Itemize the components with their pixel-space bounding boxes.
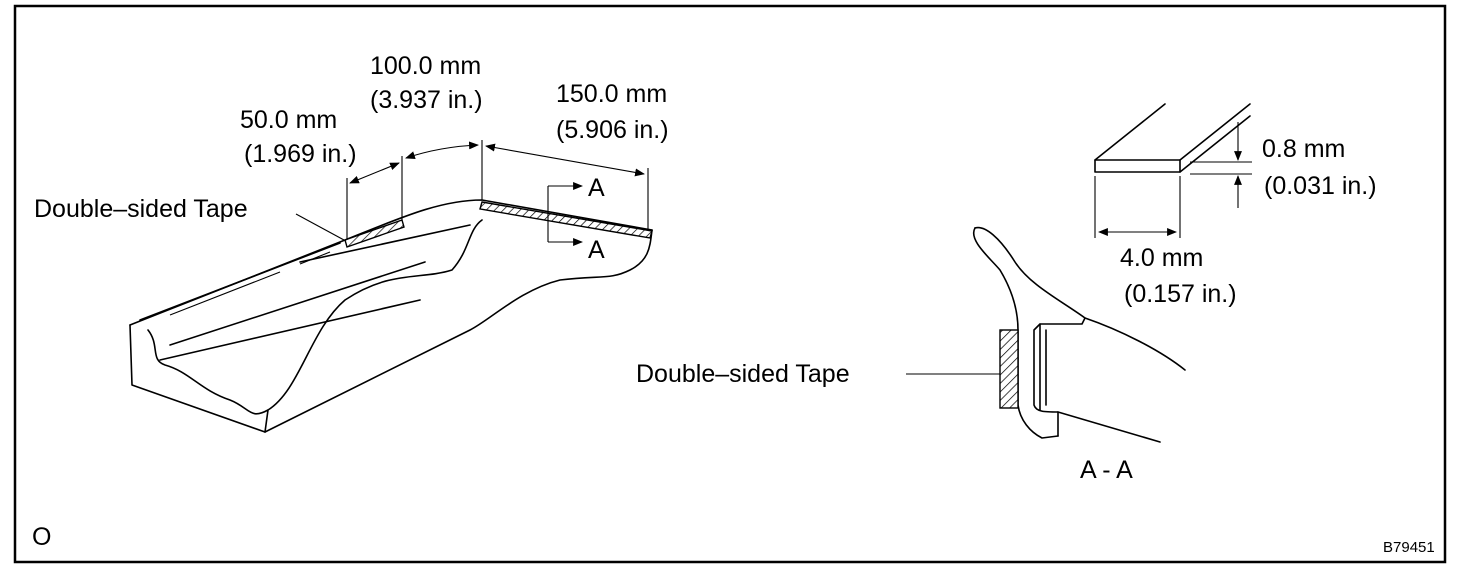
- section-title: A - A: [1080, 456, 1133, 484]
- tape-spec-drawing: [1094, 103, 1252, 238]
- section-mark-bottom: A: [588, 236, 605, 264]
- thickness-mm: 0.8 mm: [1262, 135, 1345, 163]
- section-mark-top: A: [588, 174, 605, 202]
- dim-100-mm: 100.0 mm: [370, 52, 481, 80]
- width-in: (0.157 in.): [1124, 280, 1237, 308]
- corner-mark: O: [32, 523, 51, 551]
- dim-100-in: (3.937 in.): [370, 86, 483, 114]
- tape-label-right: Double–sided Tape: [636, 360, 850, 388]
- section-a-a-drawing: [906, 226, 1186, 443]
- width-mm: 4.0 mm: [1120, 244, 1203, 272]
- tape-label-left: Double–sided Tape: [34, 195, 248, 223]
- figure-border: [13, 4, 1447, 564]
- thickness-in: (0.031 in.): [1264, 172, 1377, 200]
- dim-50-mm: 50.0 mm: [240, 106, 337, 134]
- dim-50-in: (1.969 in.): [244, 140, 357, 168]
- dim-150-in: (5.906 in.): [556, 116, 669, 144]
- moulding-drawing: [129, 140, 653, 433]
- figure-code: B79451: [1383, 539, 1435, 556]
- dim-150-mm: 150.0 mm: [556, 80, 667, 108]
